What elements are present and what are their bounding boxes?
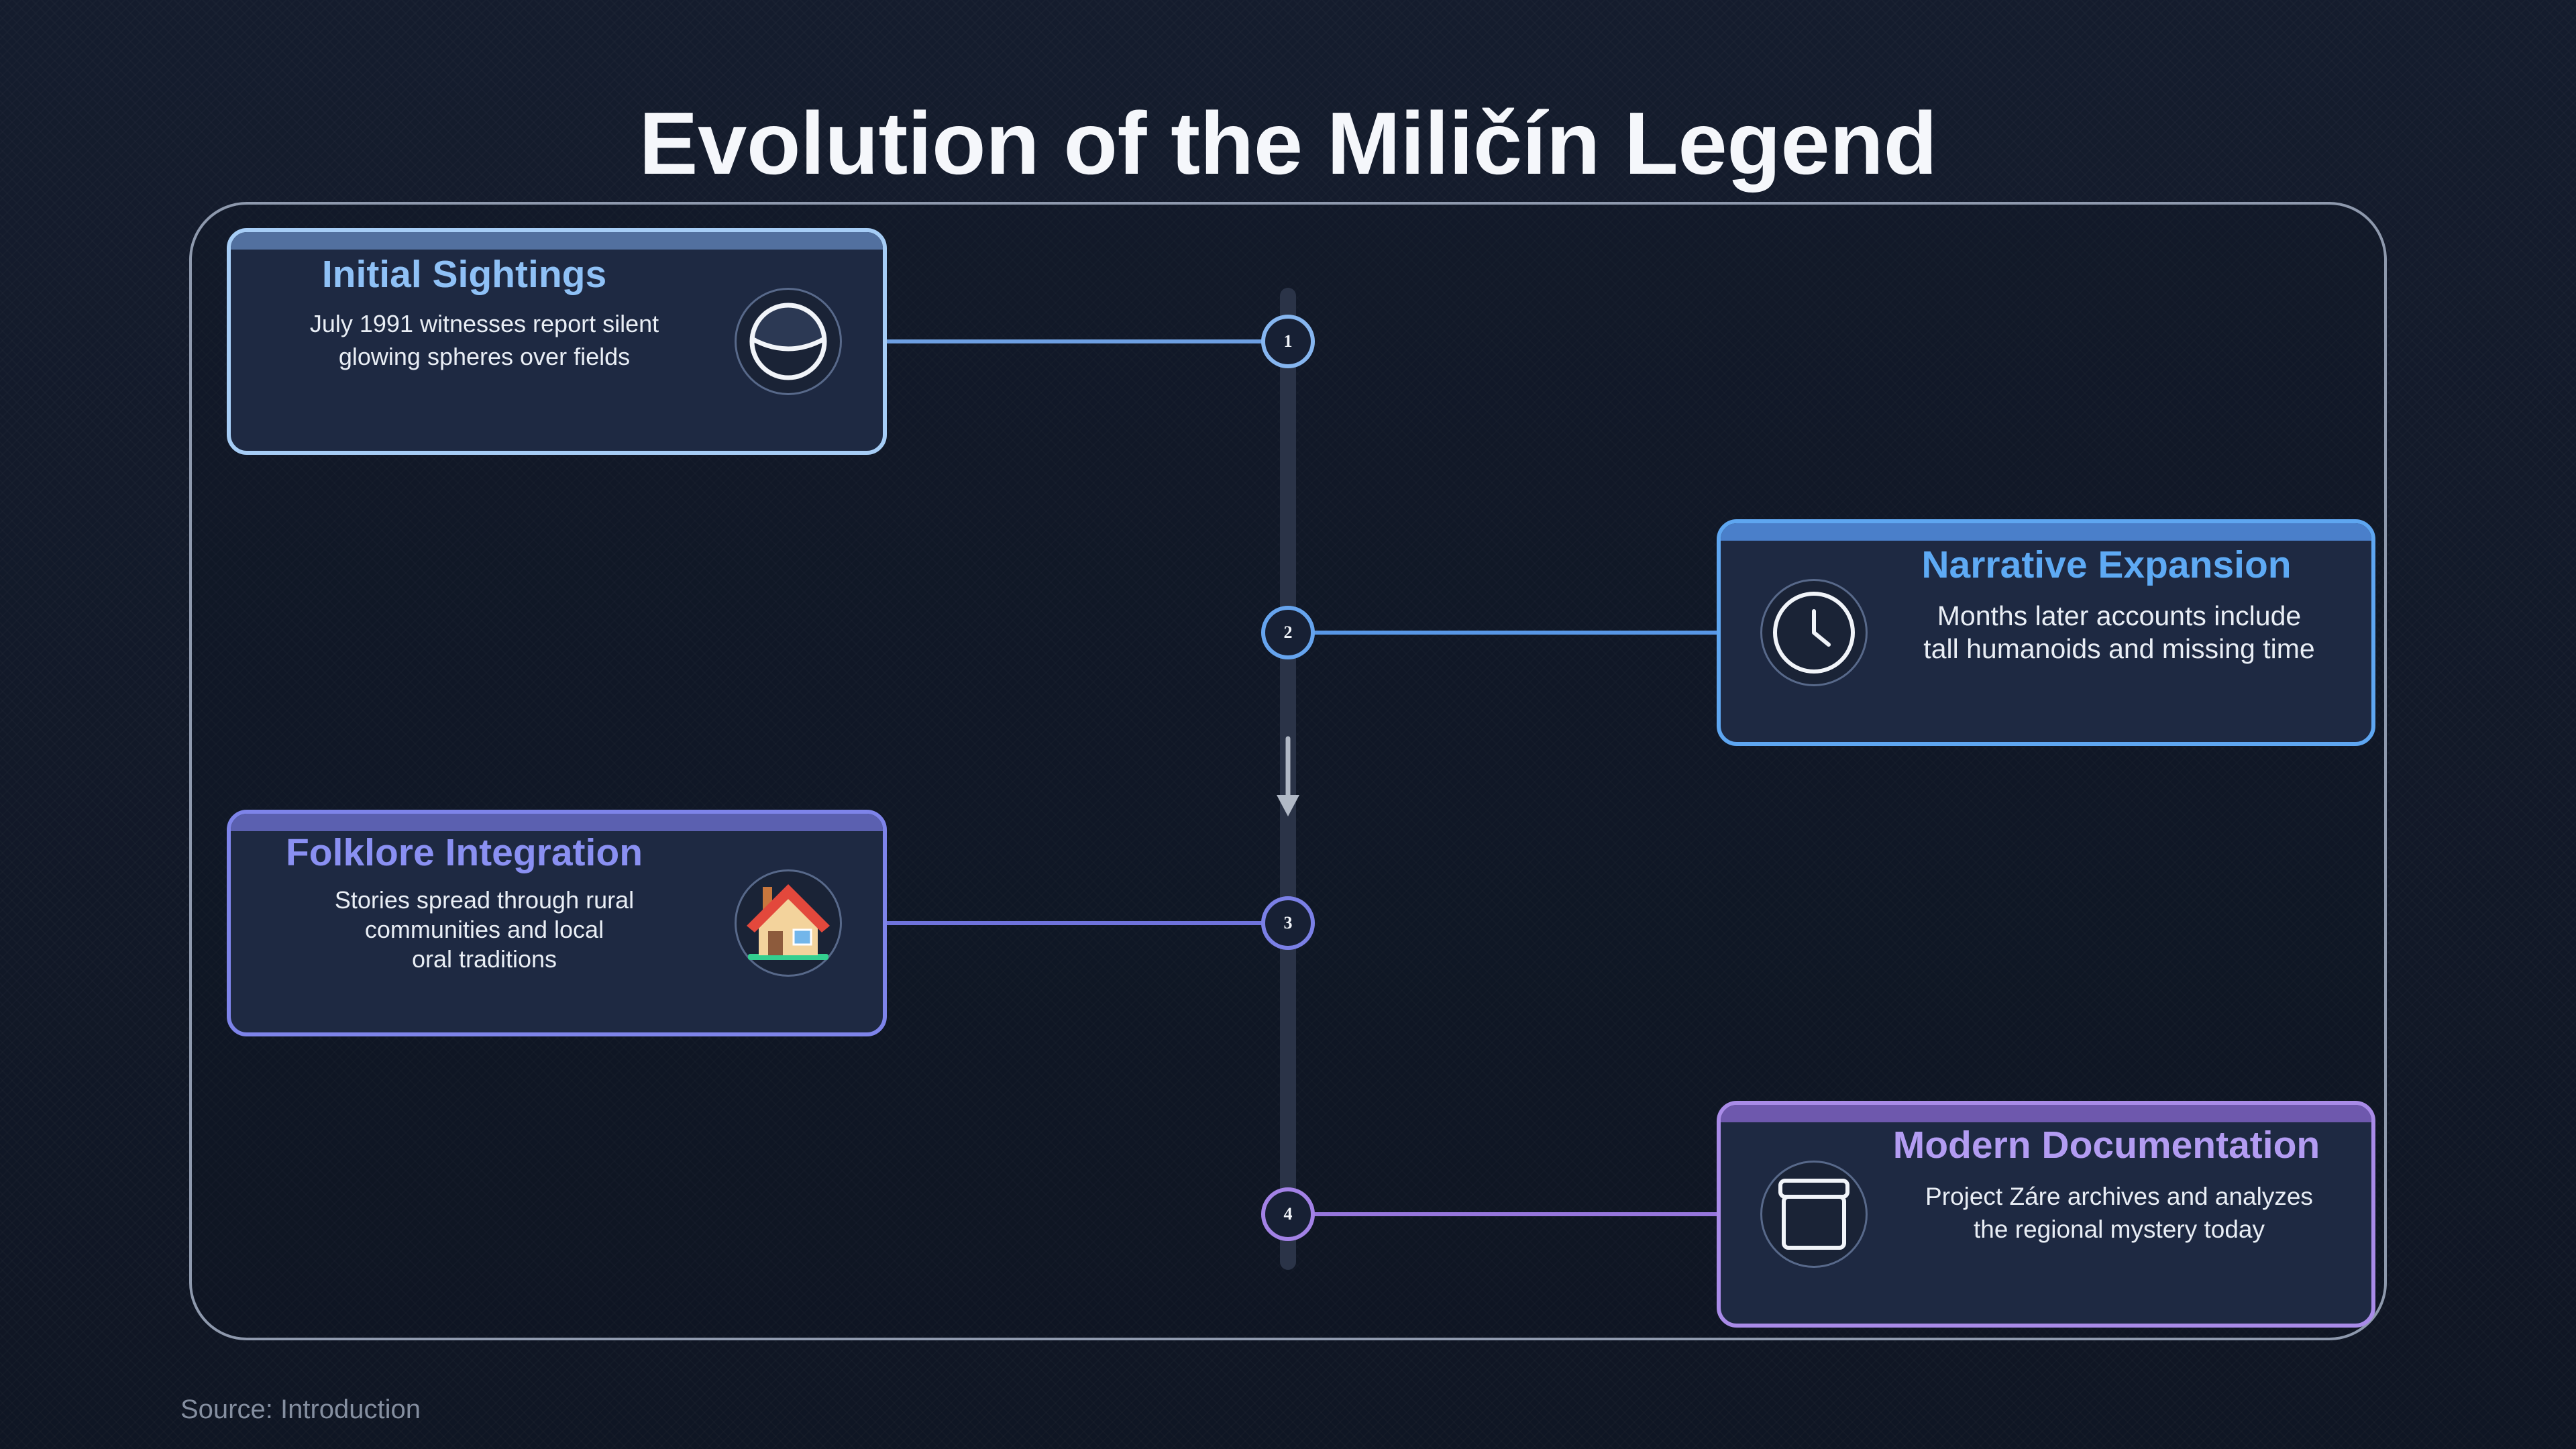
timeline-node: 3 bbox=[1261, 896, 1315, 950]
source-caption: Source: Introduction bbox=[180, 1395, 421, 1424]
sphere-upper-cap bbox=[752, 303, 824, 349]
timeline-card: Folklore Integration Stories spread thro… bbox=[227, 810, 887, 1036]
card-description: Stories spread through rural communities… bbox=[270, 885, 699, 974]
card-title: Initial Sightings bbox=[321, 253, 607, 296]
card-description-line: Project Záre archives and analyzes bbox=[1925, 1183, 2313, 1210]
card-header-band bbox=[231, 814, 883, 831]
card-description-line: the regional mystery today bbox=[1974, 1216, 2265, 1243]
card-header-band bbox=[1721, 523, 2371, 541]
page-title: Evolution of the Miličín Legend bbox=[639, 94, 1937, 193]
connector-line bbox=[887, 339, 1264, 343]
house-door bbox=[768, 931, 783, 955]
house-icon bbox=[747, 884, 830, 960]
arrow-down-icon bbox=[1277, 736, 1299, 816]
timeline-node: 4 bbox=[1261, 1187, 1315, 1241]
icon-ring bbox=[735, 869, 842, 977]
card-description-line: oral traditions bbox=[411, 945, 557, 973]
timeline-node: 1 bbox=[1261, 315, 1315, 368]
card-description-line: communities and local bbox=[364, 916, 604, 943]
card-description: Months later accounts include tall human… bbox=[1884, 600, 2354, 665]
house-window bbox=[792, 928, 812, 946]
card-description: Project Záre archives and analyzes the r… bbox=[1884, 1180, 2354, 1246]
box-body bbox=[1782, 1195, 1846, 1250]
sphere-equator bbox=[751, 336, 826, 352]
card-title: Narrative Expansion bbox=[1921, 543, 2292, 586]
house-grass bbox=[748, 954, 828, 960]
connector-line bbox=[1312, 1212, 1717, 1216]
card-description-line: glowing spheres over fields bbox=[338, 343, 631, 370]
sphere-icon bbox=[749, 303, 827, 380]
timeline-node: 2 bbox=[1261, 606, 1315, 659]
card-description-line: Months later accounts include bbox=[1937, 600, 2302, 631]
sphere-outline bbox=[749, 303, 827, 380]
box-lid bbox=[1778, 1179, 1849, 1199]
card-description: July 1991 witnesses report silent glowin… bbox=[270, 307, 699, 373]
clock-face bbox=[1773, 592, 1855, 674]
connector-line bbox=[887, 921, 1264, 925]
clock-hands bbox=[1812, 609, 1831, 647]
card-description-line: Stories spread through rural bbox=[334, 886, 635, 914]
timeline-node-number: 4 bbox=[1283, 1204, 1293, 1224]
card-description-line: tall humanoids and missing time bbox=[1923, 633, 2315, 664]
clock-icon bbox=[1773, 592, 1855, 674]
arrow-head bbox=[1277, 795, 1299, 816]
card-description-line: July 1991 witnesses report silent bbox=[309, 310, 659, 337]
timeline-card: Modern Documentation Project Záre archiv… bbox=[1717, 1101, 2375, 1328]
card-title: Modern Documentation bbox=[1892, 1124, 2320, 1167]
timeline-node-number: 1 bbox=[1283, 331, 1293, 351]
card-header-band bbox=[231, 232, 883, 250]
timeline-card: Initial Sightings July 1991 witnesses re… bbox=[227, 228, 887, 455]
archive-box-icon bbox=[1778, 1179, 1849, 1250]
timeline-node-number: 2 bbox=[1283, 623, 1293, 642]
icon-ring bbox=[1760, 579, 1868, 686]
timeline-card: Narrative Expansion Months later account… bbox=[1717, 519, 2375, 746]
connector-line bbox=[1312, 631, 1717, 635]
icon-ring bbox=[735, 288, 842, 395]
card-title: Folklore Integration bbox=[285, 831, 643, 874]
house-roof bbox=[747, 884, 830, 932]
timeline-node-number: 3 bbox=[1283, 913, 1293, 932]
icon-ring bbox=[1760, 1161, 1868, 1268]
card-header-band bbox=[1721, 1105, 2371, 1122]
